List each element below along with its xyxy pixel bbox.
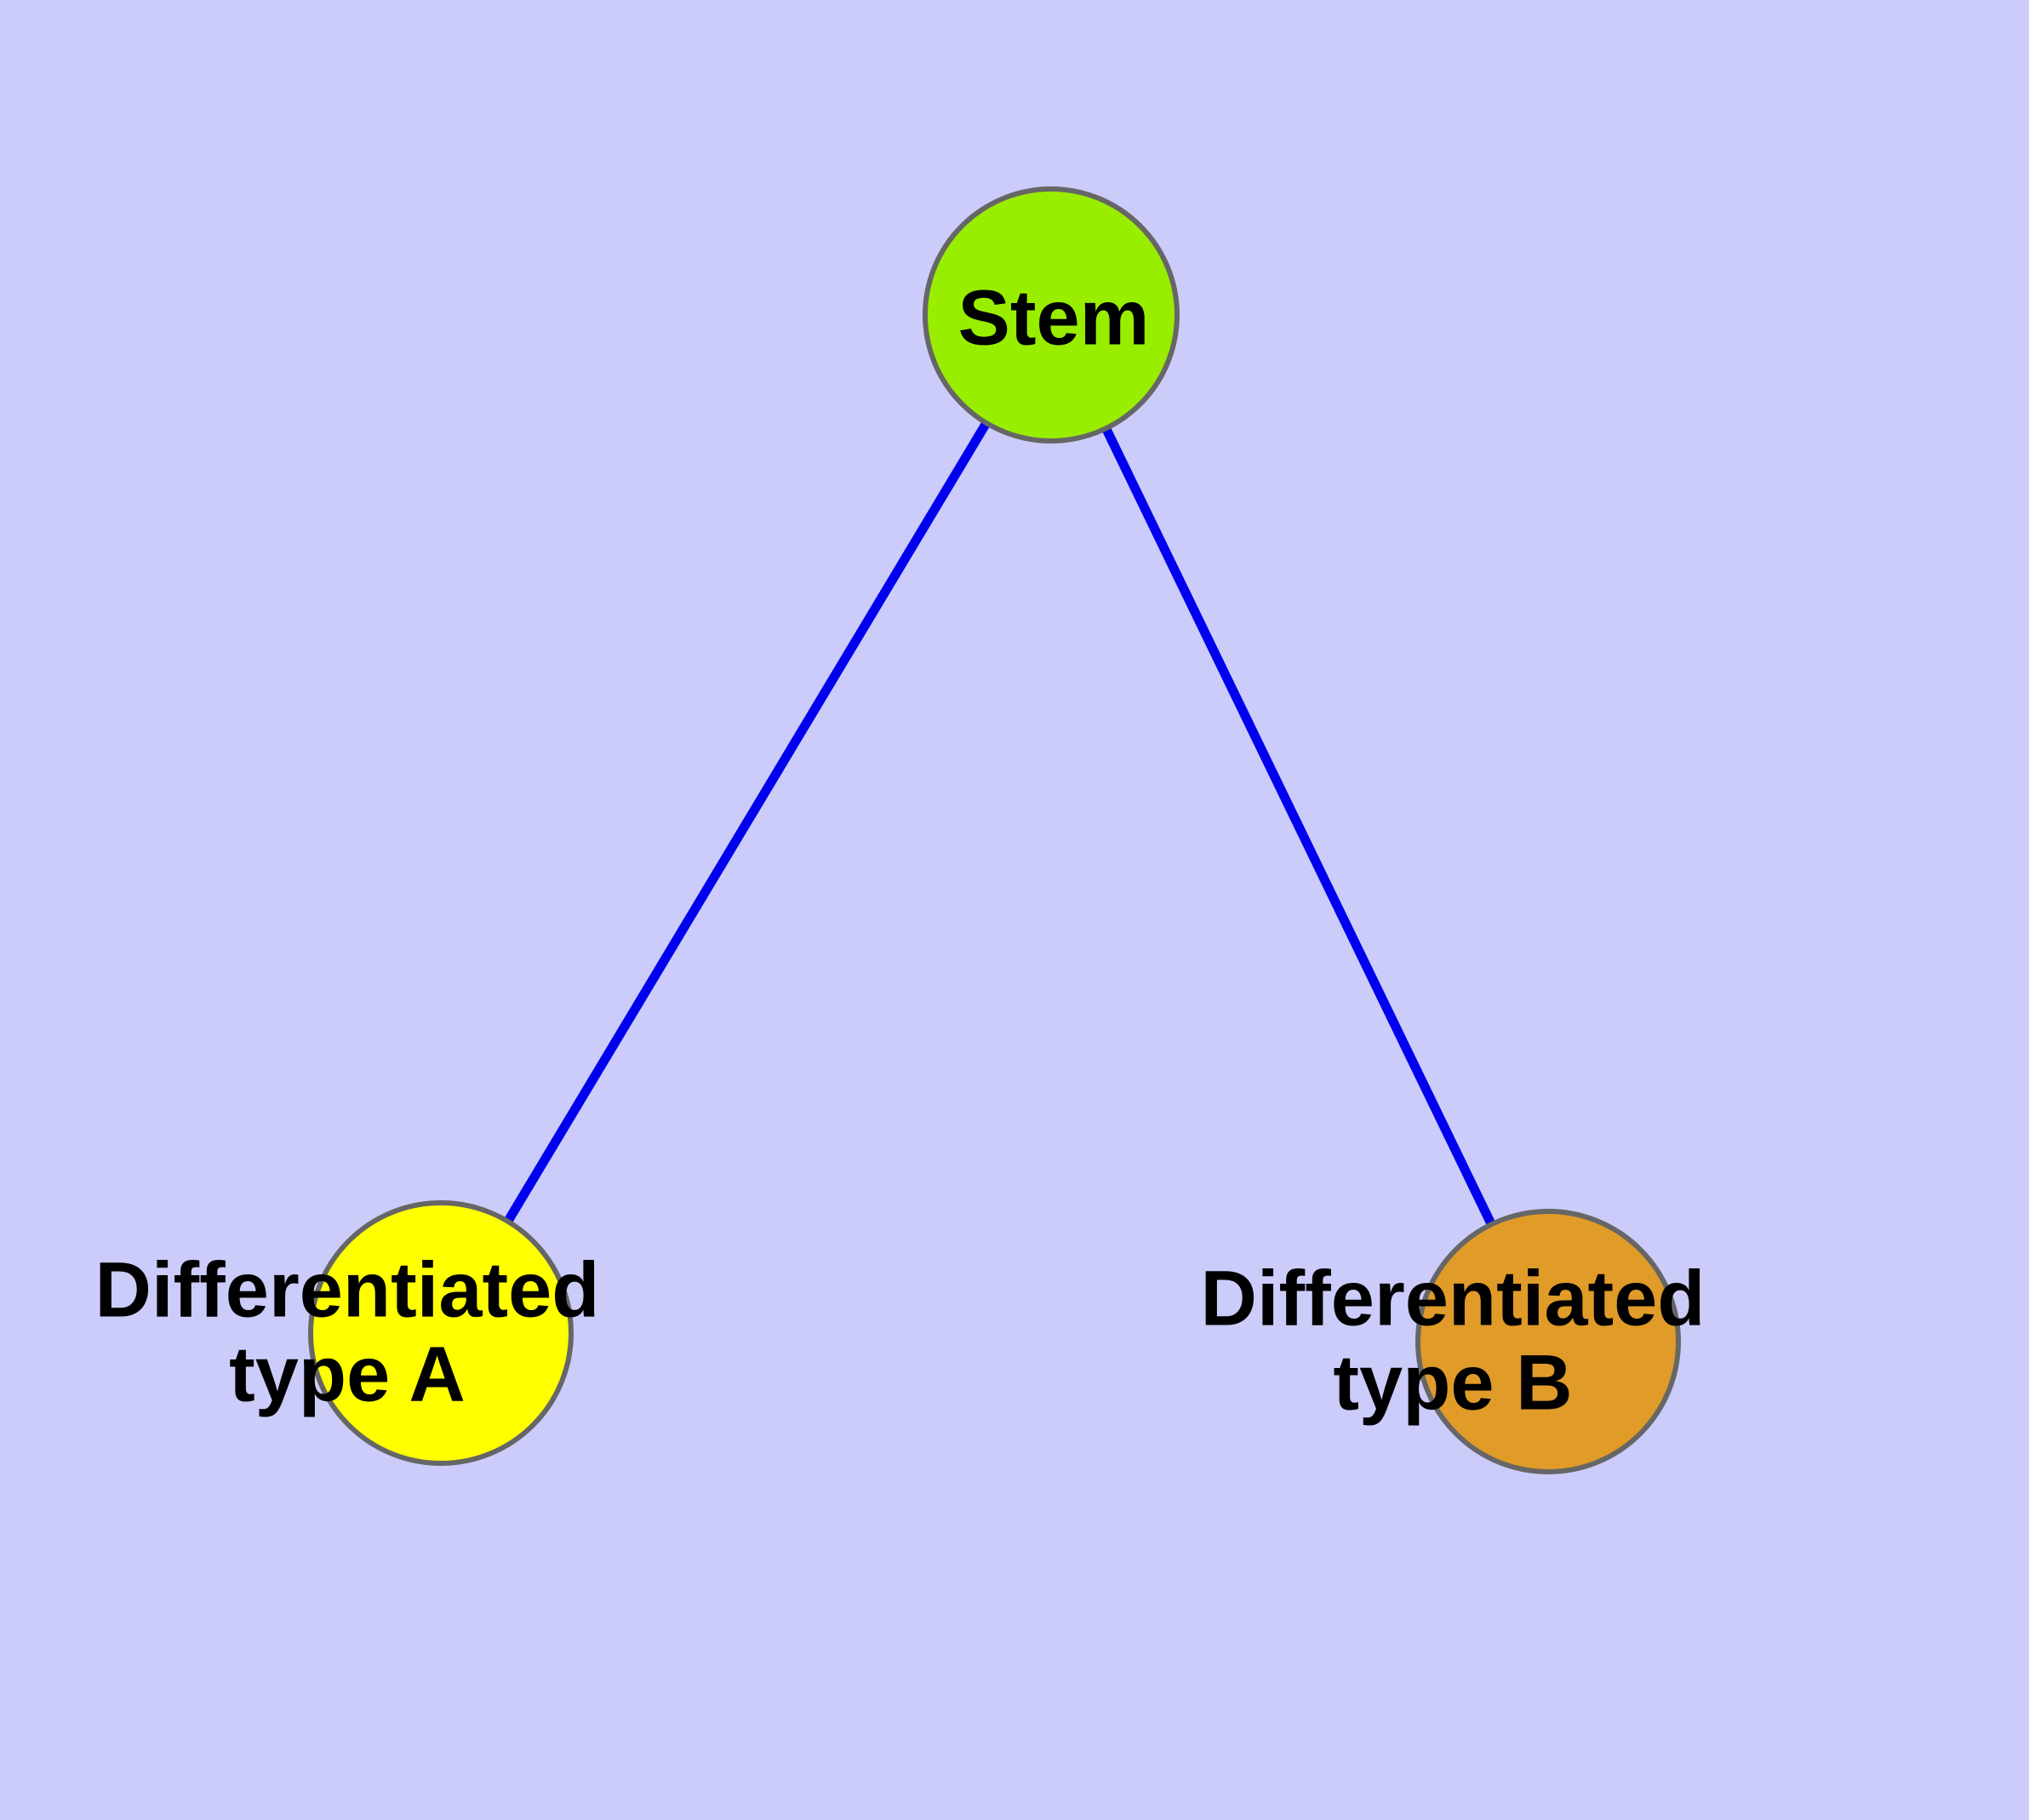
graph-node-stem[interactable]	[923, 186, 1180, 444]
edge-layer	[437, 312, 1552, 1344]
graph-node-diff_b[interactable]	[1415, 1209, 1681, 1474]
graph-node-diff_a[interactable]	[308, 1200, 574, 1466]
graph-edge-stem-to-a[interactable]	[437, 312, 1055, 1336]
node-layer	[308, 186, 1681, 1474]
graph-edge-stem-to-b[interactable]	[1047, 312, 1552, 1344]
